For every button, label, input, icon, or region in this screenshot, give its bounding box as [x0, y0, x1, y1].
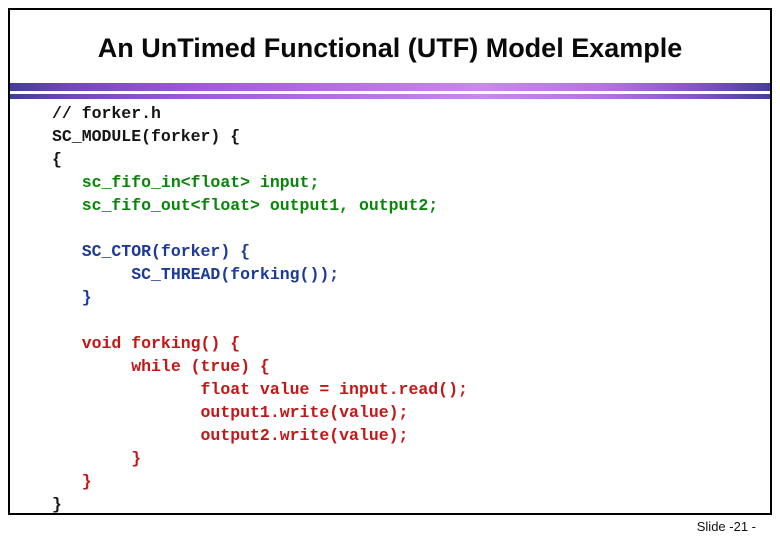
slide-title: An UnTimed Functional (UTF) Model Exampl…: [97, 33, 683, 63]
code-line: }: [52, 472, 92, 491]
slide-frame: An UnTimed Functional (UTF) Model Exampl…: [8, 8, 772, 515]
code-line: output1.write(value);: [52, 403, 409, 422]
code-line: void forking() {: [52, 334, 241, 353]
slide-number: Slide -21 -: [696, 519, 756, 534]
code-line: {: [52, 150, 62, 169]
divider-stripe-bottom: [10, 94, 770, 99]
code-line: output2.write(value);: [52, 426, 409, 445]
code-line: SC_THREAD(forking());: [52, 265, 340, 284]
code-line: sc_fifo_in<float> input;: [52, 173, 320, 192]
code-line: SC_CTOR(forker) {: [52, 242, 251, 261]
code-line: SC_MODULE(forker) {: [52, 127, 241, 146]
code-line: float value = input.read();: [52, 380, 468, 399]
code-line: // forker.h: [52, 104, 161, 123]
code-line: }: [52, 449, 142, 468]
divider-stripe-top: [10, 83, 770, 91]
code-line: [52, 217, 770, 240]
code-line: sc_fifo_out<float> output1, output2;: [52, 196, 439, 215]
code-line: }: [52, 288, 92, 307]
code-line: }: [52, 495, 62, 514]
code-line: [52, 309, 770, 332]
divider-gap: [10, 91, 770, 94]
title-divider: [10, 83, 770, 99]
code-line: while (true) {: [52, 357, 270, 376]
